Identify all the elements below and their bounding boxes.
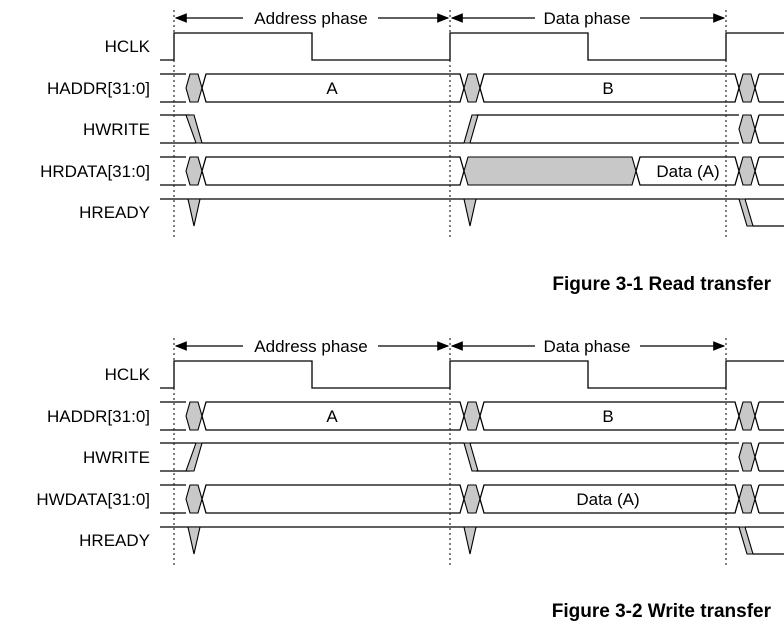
haddr-value-b: B bbox=[602, 407, 613, 426]
haddr-value-a: A bbox=[326, 79, 338, 98]
hrdata-waveform bbox=[160, 156, 784, 186]
hrdata-value: Data (A) bbox=[656, 162, 719, 181]
figure-write-transfer: Address phase Data phase HCLK HADDR[31:0… bbox=[36, 337, 784, 622]
signal-hwrite-label: HWRITE bbox=[83, 120, 150, 139]
signal-hwrite-label: HWRITE bbox=[83, 448, 150, 467]
signal-hready-label: HREADY bbox=[79, 531, 150, 550]
signal-hclk-label: HCLK bbox=[105, 365, 151, 384]
address-phase-label: Address phase bbox=[254, 337, 367, 356]
signal-hrdata-label: HRDATA[31:0] bbox=[40, 162, 150, 181]
signal-hwdata-label: HWDATA[31:0] bbox=[36, 490, 150, 509]
data-phase-label: Data phase bbox=[544, 9, 631, 28]
address-phase-label: Address phase bbox=[254, 9, 367, 28]
data-phase-label: Data phase bbox=[544, 337, 631, 356]
figure-caption: Figure 3-1 Read transfer bbox=[552, 274, 771, 295]
hwrite-waveform bbox=[160, 114, 784, 144]
haddr-value-a: A bbox=[326, 407, 338, 426]
haddr-value-b: B bbox=[602, 79, 613, 98]
signal-haddr-label: HADDR[31:0] bbox=[47, 79, 150, 98]
hwdata-waveform bbox=[160, 484, 784, 514]
signal-hready-label: HREADY bbox=[79, 203, 150, 222]
figure-caption: Figure 3-2 Write transfer bbox=[552, 601, 772, 622]
signal-haddr-label: HADDR[31:0] bbox=[47, 407, 150, 426]
hwdata-value: Data (A) bbox=[576, 490, 639, 509]
hclk-waveform bbox=[160, 360, 784, 389]
hready-waveform bbox=[160, 198, 784, 227]
figure-read-transfer: Address phase Data phase HCLK HADDR[31:0… bbox=[40, 9, 784, 295]
haddr-waveform bbox=[160, 401, 784, 431]
hready-waveform bbox=[160, 526, 784, 555]
hclk-waveform bbox=[160, 32, 784, 61]
hwrite-waveform bbox=[160, 442, 784, 472]
haddr-waveform bbox=[160, 73, 784, 103]
signal-hclk-label: HCLK bbox=[105, 37, 151, 56]
